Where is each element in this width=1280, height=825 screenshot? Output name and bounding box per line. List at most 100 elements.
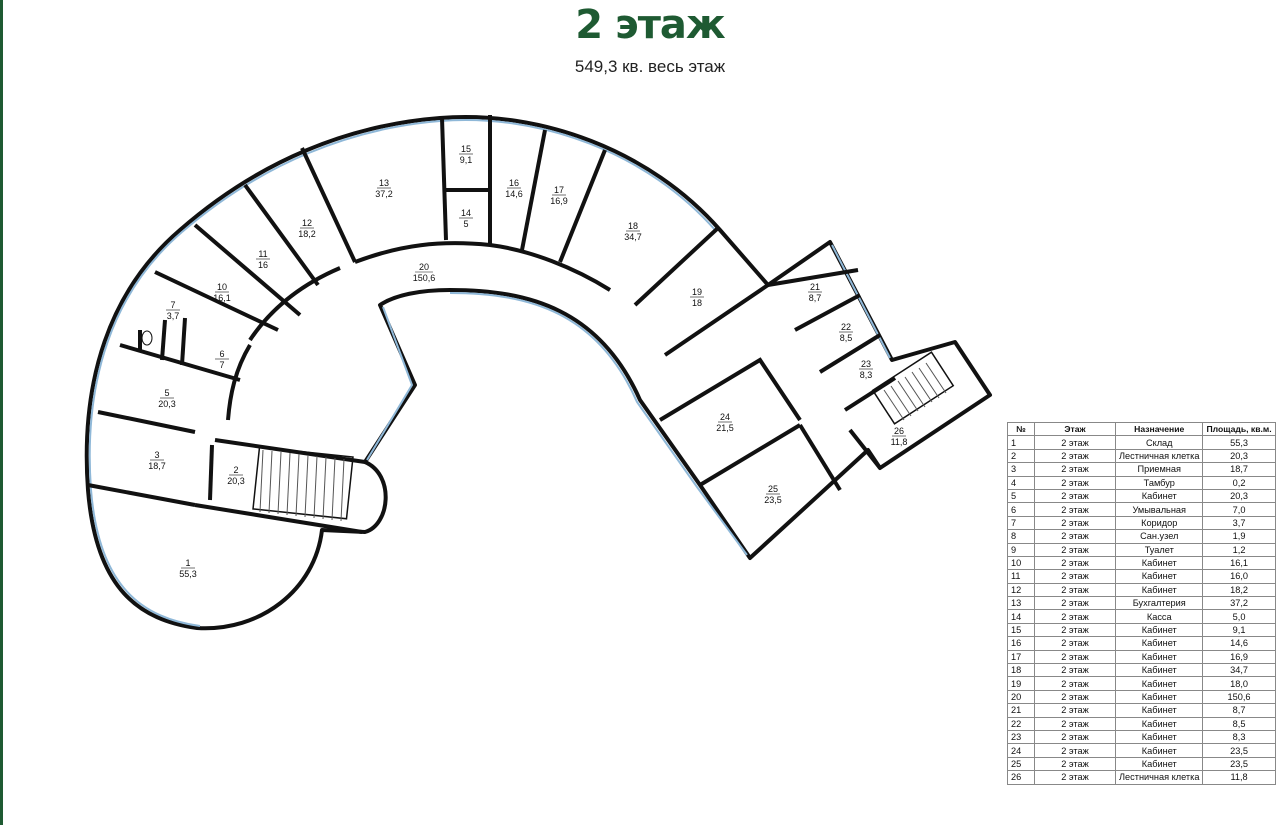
cell-area: 23,5	[1202, 756, 1276, 772]
room-3-label: 318,7	[148, 450, 166, 471]
cell-number: 1	[1007, 435, 1035, 450]
svg-text:5: 5	[463, 219, 468, 229]
svg-text:14: 14	[461, 208, 471, 218]
cell-purpose: Кабинет	[1114, 703, 1204, 718]
col-header-number: №	[1007, 421, 1035, 437]
cell-number: 23	[1007, 729, 1035, 745]
cell-floor: 2 этаж	[1034, 488, 1116, 504]
svg-text:13: 13	[379, 178, 389, 188]
cell-purpose: Кабинет	[1114, 756, 1204, 772]
cell-number: 7	[1007, 515, 1035, 531]
cell-purpose: Склад	[1114, 435, 1204, 450]
cell-area: 18,7	[1202, 462, 1276, 477]
cell-number: 5	[1007, 488, 1035, 504]
svg-text:18: 18	[692, 298, 702, 308]
cell-floor: 2 этаж	[1034, 569, 1116, 584]
room-14-label: 145	[459, 208, 473, 229]
cell-purpose: Кабинет	[1114, 729, 1204, 745]
svg-text:16: 16	[258, 260, 268, 270]
left-accent-bar	[0, 0, 3, 825]
col-header-purpose: Назначение	[1114, 421, 1204, 437]
svg-text:20,3: 20,3	[158, 399, 176, 409]
svg-text:21: 21	[810, 282, 820, 292]
cell-number: 6	[1007, 502, 1035, 517]
room-21-label: 218,7	[808, 282, 822, 303]
room-5-label: 520,3	[158, 388, 176, 409]
svg-text:18: 18	[628, 221, 638, 231]
cell-purpose: Кабинет	[1114, 743, 1204, 758]
svg-text:20: 20	[419, 262, 429, 272]
svg-text:12: 12	[302, 218, 312, 228]
cell-purpose: Кабинет	[1114, 636, 1204, 651]
svg-text:8,3: 8,3	[860, 370, 873, 380]
svg-text:18,7: 18,7	[148, 461, 166, 471]
cell-area: 55,3	[1202, 435, 1276, 450]
svg-text:24: 24	[720, 412, 730, 422]
cell-floor: 2 этаж	[1034, 756, 1116, 772]
cell-area: 5,0	[1202, 609, 1276, 624]
cell-number: 13	[1007, 596, 1035, 611]
svg-text:25: 25	[768, 484, 778, 494]
cell-purpose: Кабинет	[1114, 555, 1204, 571]
cell-number: 2	[1007, 448, 1035, 464]
cell-area: 16,0	[1202, 569, 1276, 584]
cell-area: 8,3	[1202, 729, 1276, 745]
cell-purpose: Кабинет	[1114, 663, 1204, 678]
cell-number: 18	[1007, 663, 1035, 678]
svg-text:37,2: 37,2	[375, 189, 393, 199]
svg-text:23: 23	[861, 359, 871, 369]
svg-text:150,6: 150,6	[413, 273, 436, 283]
svg-text:23,5: 23,5	[764, 495, 782, 505]
cell-purpose: Лестничная клетка	[1114, 448, 1204, 464]
cell-purpose: Приемная	[1114, 462, 1204, 477]
cell-floor: 2 этаж	[1034, 716, 1116, 731]
cell-area: 11,8	[1202, 770, 1276, 785]
cell-area: 20,3	[1202, 448, 1276, 464]
room-7-label: 73,7	[166, 300, 180, 321]
cell-number: 17	[1007, 649, 1035, 665]
room-area-table: № Этаж Назначение Площадь, кв.м. 1 2 этаж…	[1007, 421, 1276, 785]
cell-purpose: Кабинет	[1114, 622, 1204, 638]
page-title: 2 этаж	[575, 2, 725, 48]
cell-purpose: Сан.узел	[1114, 529, 1204, 544]
cell-floor: 2 этаж	[1034, 529, 1116, 544]
cell-floor: 2 этаж	[1034, 676, 1116, 691]
cell-floor: 2 этаж	[1034, 542, 1116, 557]
svg-text:18,2: 18,2	[298, 229, 316, 239]
cell-purpose: Кабинет	[1114, 676, 1204, 691]
cell-purpose: Коридор	[1114, 515, 1204, 531]
cell-area: 20,3	[1202, 488, 1276, 504]
cell-floor: 2 этаж	[1034, 770, 1116, 785]
svg-text:7: 7	[170, 300, 175, 310]
svg-text:11,8: 11,8	[891, 437, 908, 447]
cell-floor: 2 этаж	[1034, 689, 1116, 705]
cell-floor: 2 этаж	[1034, 475, 1116, 490]
cell-floor: 2 этаж	[1034, 743, 1116, 758]
cell-purpose: Кабинет	[1114, 488, 1204, 504]
cell-number: 26	[1007, 770, 1035, 785]
windows	[88, 119, 891, 627]
room-6-label: 67	[215, 349, 229, 370]
cell-area: 7,0	[1202, 502, 1276, 517]
table-header-row: № Этаж Назначение Площадь, кв.м.	[1007, 421, 1276, 437]
cell-area: 0,2	[1202, 475, 1276, 490]
